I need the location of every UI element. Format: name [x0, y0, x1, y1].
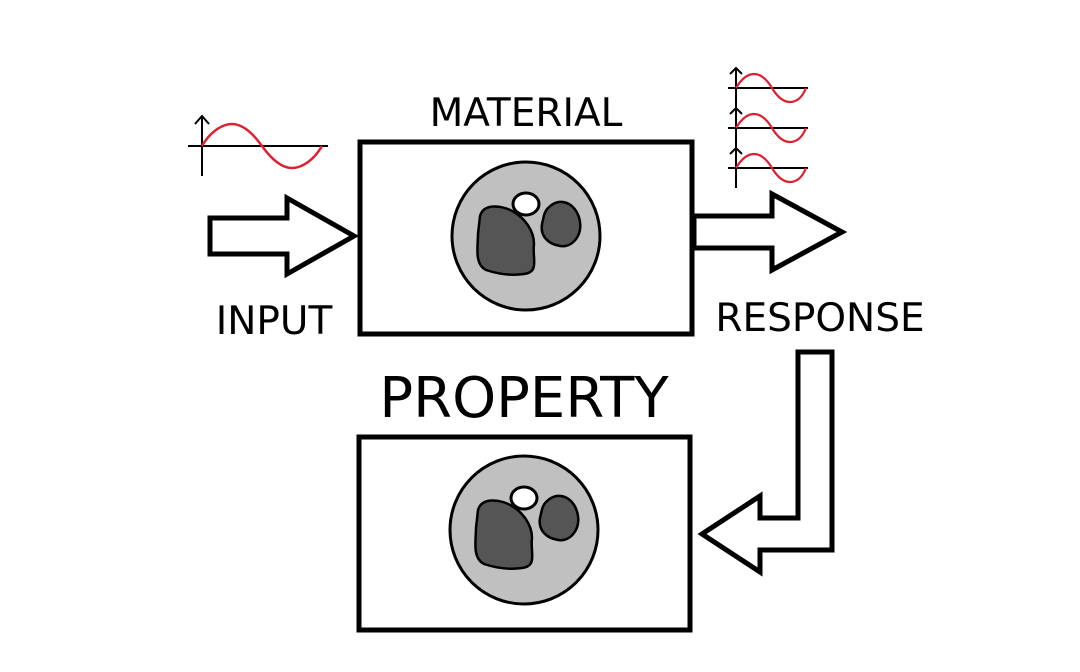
response-label: RESPONSE	[715, 296, 924, 341]
material-label: MATERIAL	[430, 91, 623, 136]
material-sample-icon	[450, 160, 602, 312]
response-sine-wave-icon	[726, 146, 810, 190]
property-label: PROPERTY	[379, 366, 669, 431]
feedback-arrow	[697, 349, 835, 577]
response-sine-wave-icon	[726, 66, 810, 110]
input-sine-wave-icon	[186, 114, 330, 178]
property-sample-icon	[448, 454, 600, 606]
input-label: INPUT	[216, 299, 333, 344]
response-signals	[726, 66, 810, 190]
response-sine-wave-icon	[726, 106, 810, 150]
input-arrow	[207, 193, 360, 279]
response-arrow	[691, 189, 848, 275]
